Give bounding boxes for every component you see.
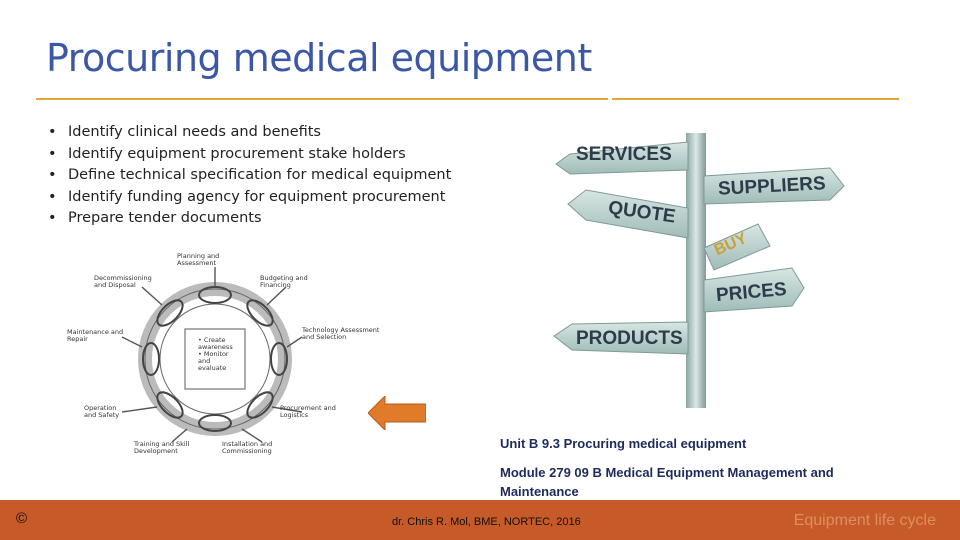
sign-plank: PRODUCTS: [576, 328, 683, 349]
stage-label: Maintenance and Repair: [67, 328, 124, 343]
center-line: and: [198, 357, 211, 365]
bullet-item: Identify equipment procurement stake hol…: [48, 144, 451, 166]
stage-label: Decommissioning and Disposal: [94, 274, 152, 289]
sign-plank: SERVICES: [576, 144, 672, 165]
bullet-list: Identify clinical needs and benefits Ide…: [48, 122, 451, 230]
bullet-item: Identify funding agency for equipment pr…: [48, 187, 451, 209]
bullet-item: Define technical specification for medic…: [48, 165, 451, 187]
stage-label: Budgeting and Financing: [260, 274, 308, 289]
bullet-item: Identify clinical needs and benefits: [48, 122, 451, 144]
stage-label: Technology Assessment and Selection: [302, 326, 380, 341]
title-rule-right: [612, 98, 899, 100]
author-credit: dr. Chris R. Mol, BME, NORTEC, 2016: [392, 516, 581, 528]
stage-label: Planning and Assessment: [177, 252, 220, 267]
lifecycle-diagram: Planning and Assessment Budgeting and Fi…: [62, 247, 392, 462]
module-reference: Module 279 09 B Medical Equipment Manage…: [500, 465, 834, 499]
footer-bar: © dr. Chris R. Mol, BME, NORTEC, 2016 Eq…: [0, 500, 960, 540]
center-line: awareness: [198, 343, 233, 351]
chain-ring-graphic: [121, 267, 303, 443]
unit-reference: Unit B 9.3 Procuring medical equipment: [500, 436, 747, 451]
signpost-illustration: SERVICES SUPPLIERS QUOTE BUY PRICES PROD…: [548, 128, 858, 408]
stage-label: Training and Skill Development: [134, 440, 190, 455]
signpost-graphic: [553, 133, 845, 408]
center-text: • Create awareness • Monitor and evaluat…: [198, 337, 242, 372]
section-title: Equipment life cycle: [793, 512, 936, 529]
bullet-item: Prepare tender documents: [48, 208, 451, 230]
stage-label: Operation and Safety: [84, 404, 120, 419]
center-line: evaluate: [198, 364, 227, 372]
stage-label: Procurement and Logistics: [280, 404, 336, 419]
slide-title: Procuring medical equipment: [46, 36, 592, 80]
center-line: • Monitor: [198, 350, 229, 358]
title-rule-left: [36, 98, 608, 100]
pointer-arrow-icon: [368, 396, 426, 430]
center-line: • Create: [198, 336, 226, 344]
copyright-symbol: ©: [16, 510, 28, 527]
stage-label: Installation and Commissioning: [222, 440, 273, 455]
